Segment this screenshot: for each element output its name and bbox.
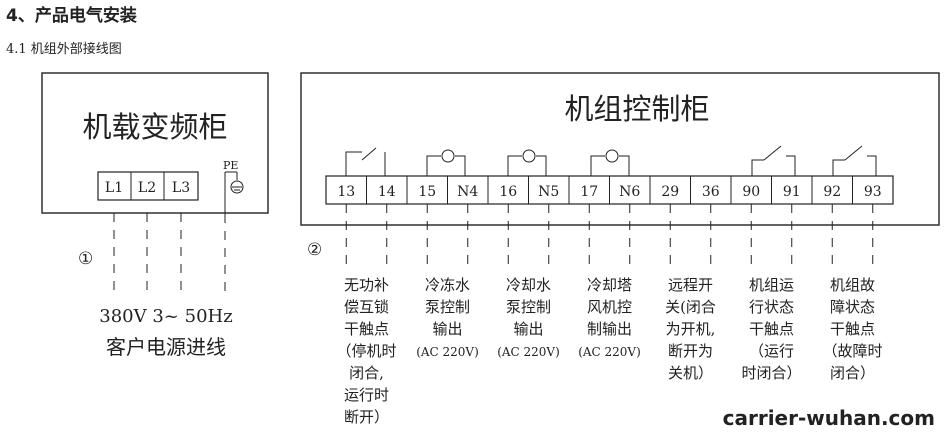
description-line: 干触点	[344, 320, 389, 338]
relay-contact-icon	[832, 145, 877, 176]
description-line: 为开机,	[666, 320, 716, 338]
description-line: (AC 220V)	[497, 345, 560, 359]
power-terminal-strip: L1 L2 L3	[97, 171, 199, 201]
power-terminal-frame	[97, 171, 199, 201]
description-line: （运行	[749, 342, 794, 360]
description-line: 运行时	[344, 386, 389, 404]
control-cabinet-box	[300, 72, 940, 226]
control-terminal-label: 17	[580, 184, 598, 200]
description-line: 泵控制	[506, 298, 551, 316]
control-terminal-label: N6	[619, 184, 640, 200]
terminal-l1: L1	[105, 180, 123, 196]
description-line: 输出	[513, 320, 543, 338]
section-subheading: 4.1 机组外部接线图	[6, 41, 122, 57]
description-line: （故障时	[822, 342, 882, 360]
control-terminal-label: N4	[457, 184, 478, 200]
control-terminal-label: 91	[783, 184, 801, 200]
supply-caption: 客户电源进线	[106, 335, 226, 359]
control-terminal-label: 36	[702, 184, 720, 200]
control-terminal-label: 93	[864, 184, 882, 200]
control-terminal-label: 29	[661, 184, 679, 200]
terminal-l2: L2	[138, 180, 156, 196]
description-line: 断开为	[668, 342, 713, 360]
description-line: （停机时	[336, 342, 396, 360]
control-cabinet-title: 机组控制柜	[564, 92, 709, 126]
pe-label: PE	[223, 159, 238, 172]
description-line: 风机控	[587, 298, 632, 316]
control-terminal-label: 92	[823, 184, 841, 200]
terminal-l3: L3	[172, 180, 190, 196]
description-line: 时闭合）	[741, 364, 801, 382]
description-line: 闭合）	[830, 364, 875, 382]
control-terminal-label: 16	[499, 184, 517, 200]
control-terminal-label: 90	[742, 184, 760, 200]
control-dashed-leads	[345, 204, 874, 264]
description-line: 泵控制	[425, 298, 470, 316]
description-line: (AC 220V)	[416, 345, 479, 359]
description-line: 关机）	[668, 364, 713, 382]
control-terminal-label: 13	[337, 184, 355, 200]
relay-contact-icon	[345, 147, 386, 176]
description-line: 干触点	[830, 320, 875, 338]
supply-spec: 380V 3~ 50Hz	[99, 306, 232, 327]
description-line: 冷却水	[506, 276, 551, 294]
description-line: 障状态	[830, 298, 875, 316]
control-terminal-label: 14	[378, 184, 396, 200]
coil-icon	[590, 149, 630, 176]
relay-contact-icon	[751, 145, 796, 176]
description-line: 冷却塔	[587, 276, 632, 294]
supply-dashed-leads	[113, 213, 226, 292]
description-line: 远程开	[668, 276, 713, 294]
description-line: 断开）	[344, 408, 389, 426]
vfd-cabinet-box	[41, 72, 269, 214]
circle-marker-2: ②	[307, 240, 322, 260]
description-line: 机组故	[830, 276, 875, 294]
contact-symbols	[345, 145, 877, 176]
description-line: 干触点	[749, 320, 794, 338]
section-heading: 4、产品电气安装	[6, 5, 137, 26]
description-line: 偿互锁	[344, 298, 389, 316]
vfd-cabinet-title: 机载变频柜	[82, 110, 227, 144]
description-line: 无功补	[344, 276, 389, 294]
control-terminal-strip: 13 14 15 N4 16 N5 17 N6 29 36 90 91 92 93	[325, 175, 894, 205]
description-line: 制输出	[587, 320, 632, 338]
coil-icon	[507, 149, 547, 176]
description-line: 输出	[432, 320, 462, 338]
description-line: 冷冻水	[425, 276, 470, 294]
coil-icon	[426, 149, 466, 176]
circle-marker-1: ①	[78, 249, 93, 269]
description-line: 机组运	[749, 276, 794, 294]
watermark: carrier-wuhan.com	[723, 406, 935, 430]
description-line: (AC 220V)	[578, 345, 641, 359]
control-terminal-label: 15	[418, 184, 436, 200]
description-line: 关(闭合	[665, 298, 716, 316]
description-line: 行状态	[749, 298, 794, 316]
control-terminal-label: N5	[538, 184, 559, 200]
description-line: 闭合,	[349, 364, 384, 382]
ground-icon	[224, 171, 244, 214]
